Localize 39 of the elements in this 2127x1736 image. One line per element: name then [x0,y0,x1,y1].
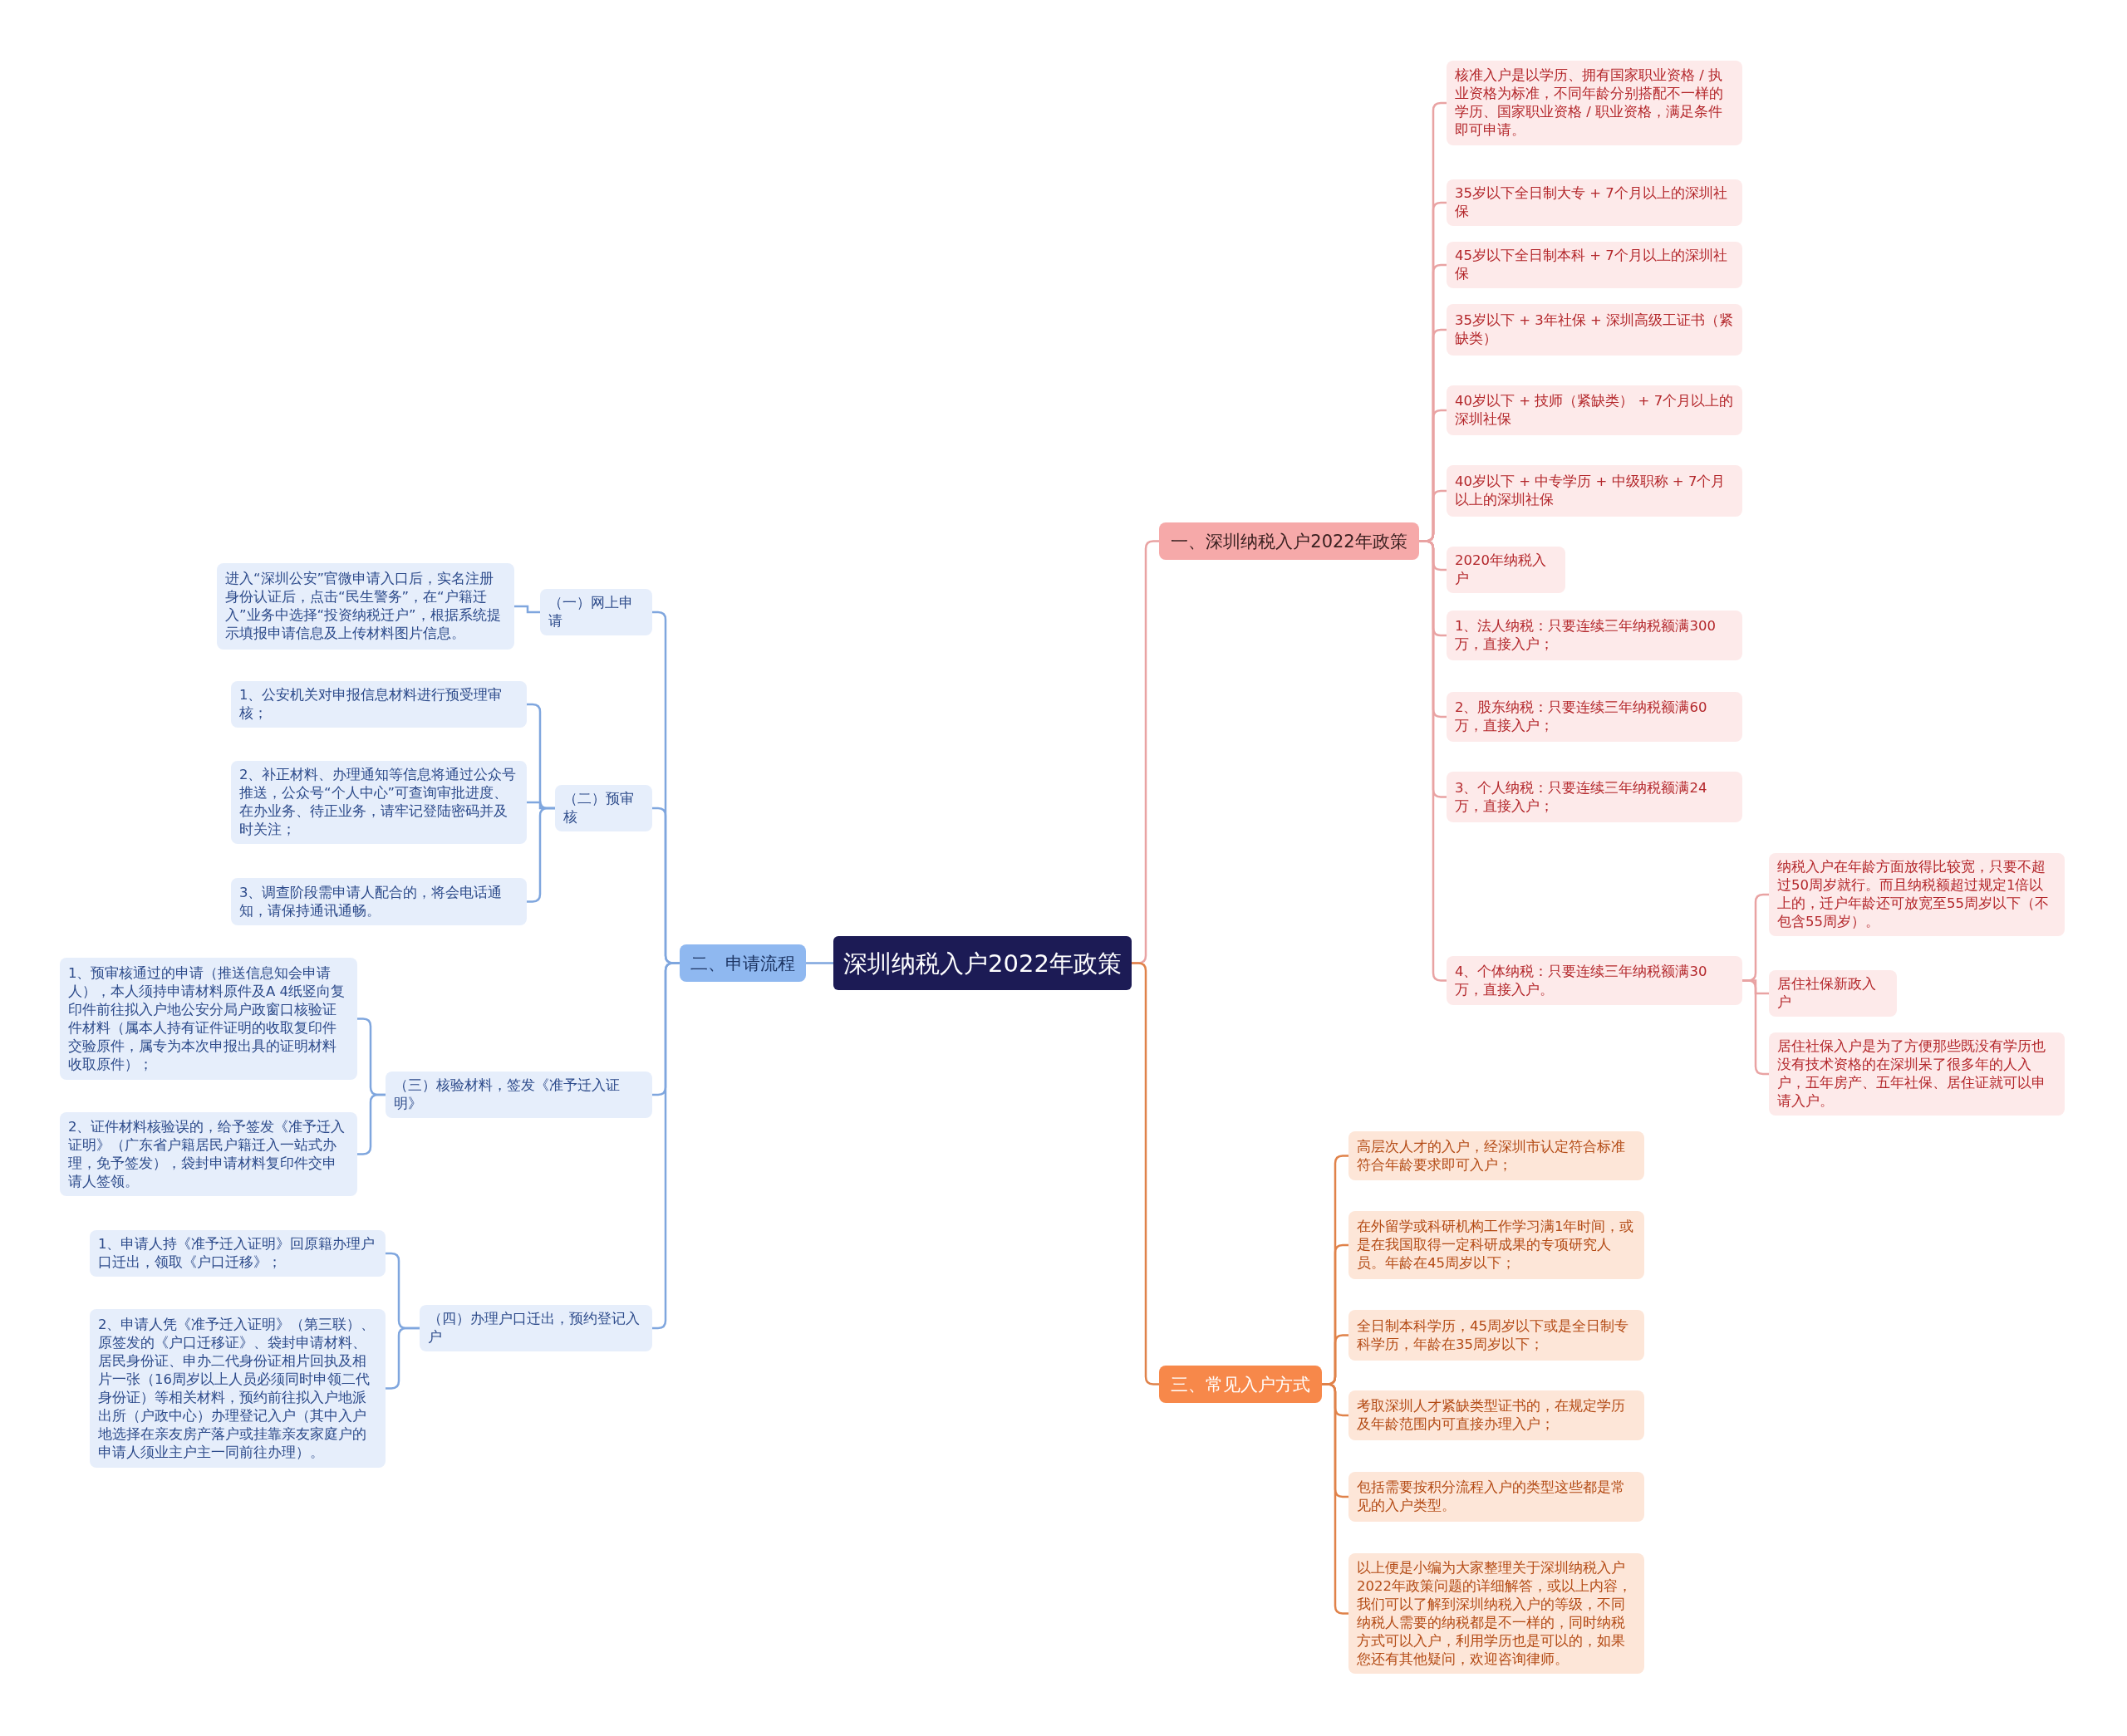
topic-box: （一）网上申请 [540,589,652,635]
branch-box: 一、深圳纳税入户2022年政策 [1159,522,1419,560]
topic-box: 45岁以下全日制本科 + 7个月以上的深圳社保 [1447,242,1742,288]
topic-box: 包括需要按积分流程入户的类型这些都是常见的入户类型。 [1348,1472,1644,1522]
topic-box: 高层次人才的入户，经深圳市认定符合标准符合年龄要求即可入户； [1348,1131,1644,1180]
connector-line [514,605,540,614]
topic-box: 考取深圳人才紧缺类型证书的，在规定学历及年龄范围内可直接办理入户； [1348,1390,1644,1440]
branch-box: 三、常见入户方式 [1159,1366,1322,1403]
topic-box: 纳税入户在年龄方面放得比较宽，只要不超过50周岁就行。而且纳税额超过规定1倍以上的，迁户年龄还可放宽至55周岁以下（不包含55周岁）。 [1769,853,2065,936]
topic-box: 40岁以下 + 中专学历 + 中级职称 + 7个月以上的深圳社保 [1447,465,1742,517]
topic-box: 以上便是小编为大家整理关于深圳纳税入户2022年政策问题的详细解答，或以上内容，我们可以了解到深圳纳税入户的等级，不同纳税人需要的纳税都是不一样的，同时纳税方式可以入户，利用学历也是可以的，如果您还有其他疑问，欢迎咨询律师。 [1348,1553,1644,1674]
topic-box: 2、申请人凭《准予迁入证明》（第三联）、原签发的《户口迁移证》、袋封申请材料、居民身份证、申办二代身份证相片回执及相片一张（16周岁以上人员必须同时申领二代身份证）等相关材料，预约前往拟入户地派出所（户政中心）办理登记入户（其中入户地选择在亲友房产落户或挂靠亲友家庭户的申请人须业主户主一同前往办理）。 [90,1309,386,1468]
topic-box: 1、申请人持《准予迁入证明》回原籍办理户口迁出，领取《户口迁移》； [90,1230,386,1277]
topic-box: （二）预审核 [555,785,652,831]
topic-box: 核准入户是以学历、拥有国家职业资格 / 执业资格为标准，不同年龄分别搭配不一样的学历、国家职业资格 / 职业资格，满足条件即可申请。 [1447,61,1742,145]
topic-box: 2、补正材料、办理通知等信息将通过公众号推送，公众号“个人中心”可查询审批进度、在办业务、待正业务，请牢记登陆密码并及时关注； [231,761,527,844]
topic-box: （四）办理户口迁出，预约登记入户 [420,1305,652,1351]
topic-box: 4、个体纳税：只要连续三年纳税额满30万，直接入户。 [1447,956,1742,1005]
topic-box: 1、公安机关对申报信息材料进行预受理审核； [231,681,527,728]
topic-box: 2020年纳税入户 [1447,547,1565,593]
topic-box: 35岁以下全日制大专 + 7个月以上的深圳社保 [1447,179,1742,226]
topic-box: 1、法人纳税：只要连续三年纳税额满300万，直接入户； [1447,611,1742,660]
connector-line [806,962,833,964]
topic-box: 1、预审核通过的申请（推送信息知会申请人），本人须持申请材料原件及A 4纸竖向复印件前往拟入户地公安分局户政窗口核验证件材料（属本人持有证件证明的收取复印件交验原件，属专为本次申报出具的证明材料收取原件）； [60,958,357,1080]
topic-box: 全日制本科学历，45周岁以下或是全日制专科学历，年龄在35周岁以下； [1348,1310,1644,1361]
topic-box: （三）核验材料，签发《准予迁入证明》 [386,1072,652,1118]
topic-box: 2、证件材料核验误的，给予签发《准予迁入证明》（广东省户籍居民户籍迁入一站式办理，免予签发），袋封申请材料复印件交申请人签领。 [60,1112,357,1196]
topic-box: 进入“深圳公安”官微申请入口后，实名注册身份认证后，点击“民生警务”，在“户籍迁入”业务中选择“投资纳税迁户”，根据系统提示填报申请信息及上传材料图片信息。 [217,563,514,650]
topic-box: 35岁以下 + 3年社保 + 深圳高级工证书（紧缺类） [1447,304,1742,356]
topic-box: 2、股东纳税：只要连续三年纳税额满60万，直接入户； [1447,692,1742,742]
topic-box: 40岁以下 + 技师（紧缺类） + 7个月以上的深圳社保 [1447,385,1742,435]
connector-line [652,962,680,1330]
root-topic-box: 深圳纳税入户2022年政策 [833,936,1132,990]
topic-box: 3、调查阶段需申请人配合的，将会电话通知，请保持通讯通畅。 [231,878,527,925]
topic-box: 3、个人纳税：只要连续三年纳税额满24万，直接入户； [1447,772,1742,822]
topic-box: 居住社保入户是为了方便那些既没有学历也没有技术资格的在深圳呆了很多年的人入户，五年房产、五年社保、居住证就可以申请入户。 [1769,1032,2065,1116]
topic-box: 居住社保新政入户 [1769,970,1897,1017]
topic-box: 在外留学或科研机构工作学习满1年时间，或是在我国取得一定科研成果的专项研究人员。年龄在45周岁以下； [1348,1211,1644,1279]
branch-box: 二、申请流程 [680,944,806,982]
